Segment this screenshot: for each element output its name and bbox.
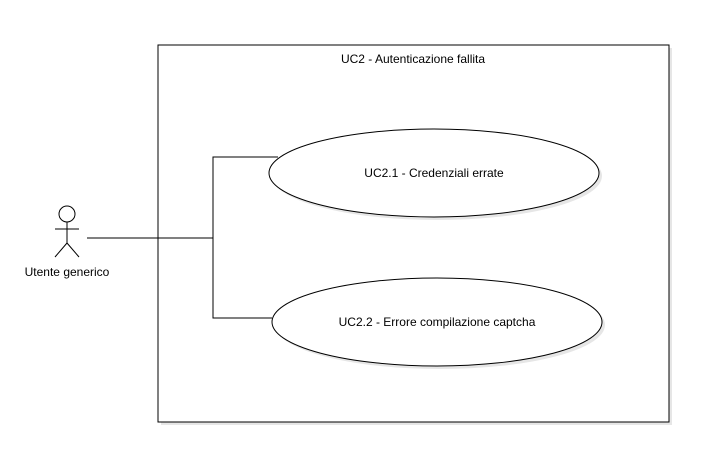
actor-icon[interactable] [54,205,80,258]
use-case-uc2-2-label: UC2.2 - Errore compilazione captcha [339,315,536,329]
system-title: UC2 - Autenticazione fallita [341,52,485,66]
association-branch-uc22 [212,238,272,319]
association-branch-uc21 [212,156,278,238]
actor-left-leg [54,242,68,258]
use-case-uc2-2[interactable] [271,277,603,367]
use-case-uc2-1-label: UC2.1 - Credenziali errate [364,166,504,180]
actor-head [58,205,76,223]
use-case-uc2-1[interactable] [268,128,600,218]
association-lines [87,156,278,319]
actor-label: Utente generico [25,265,110,279]
actor-right-leg [66,242,80,258]
